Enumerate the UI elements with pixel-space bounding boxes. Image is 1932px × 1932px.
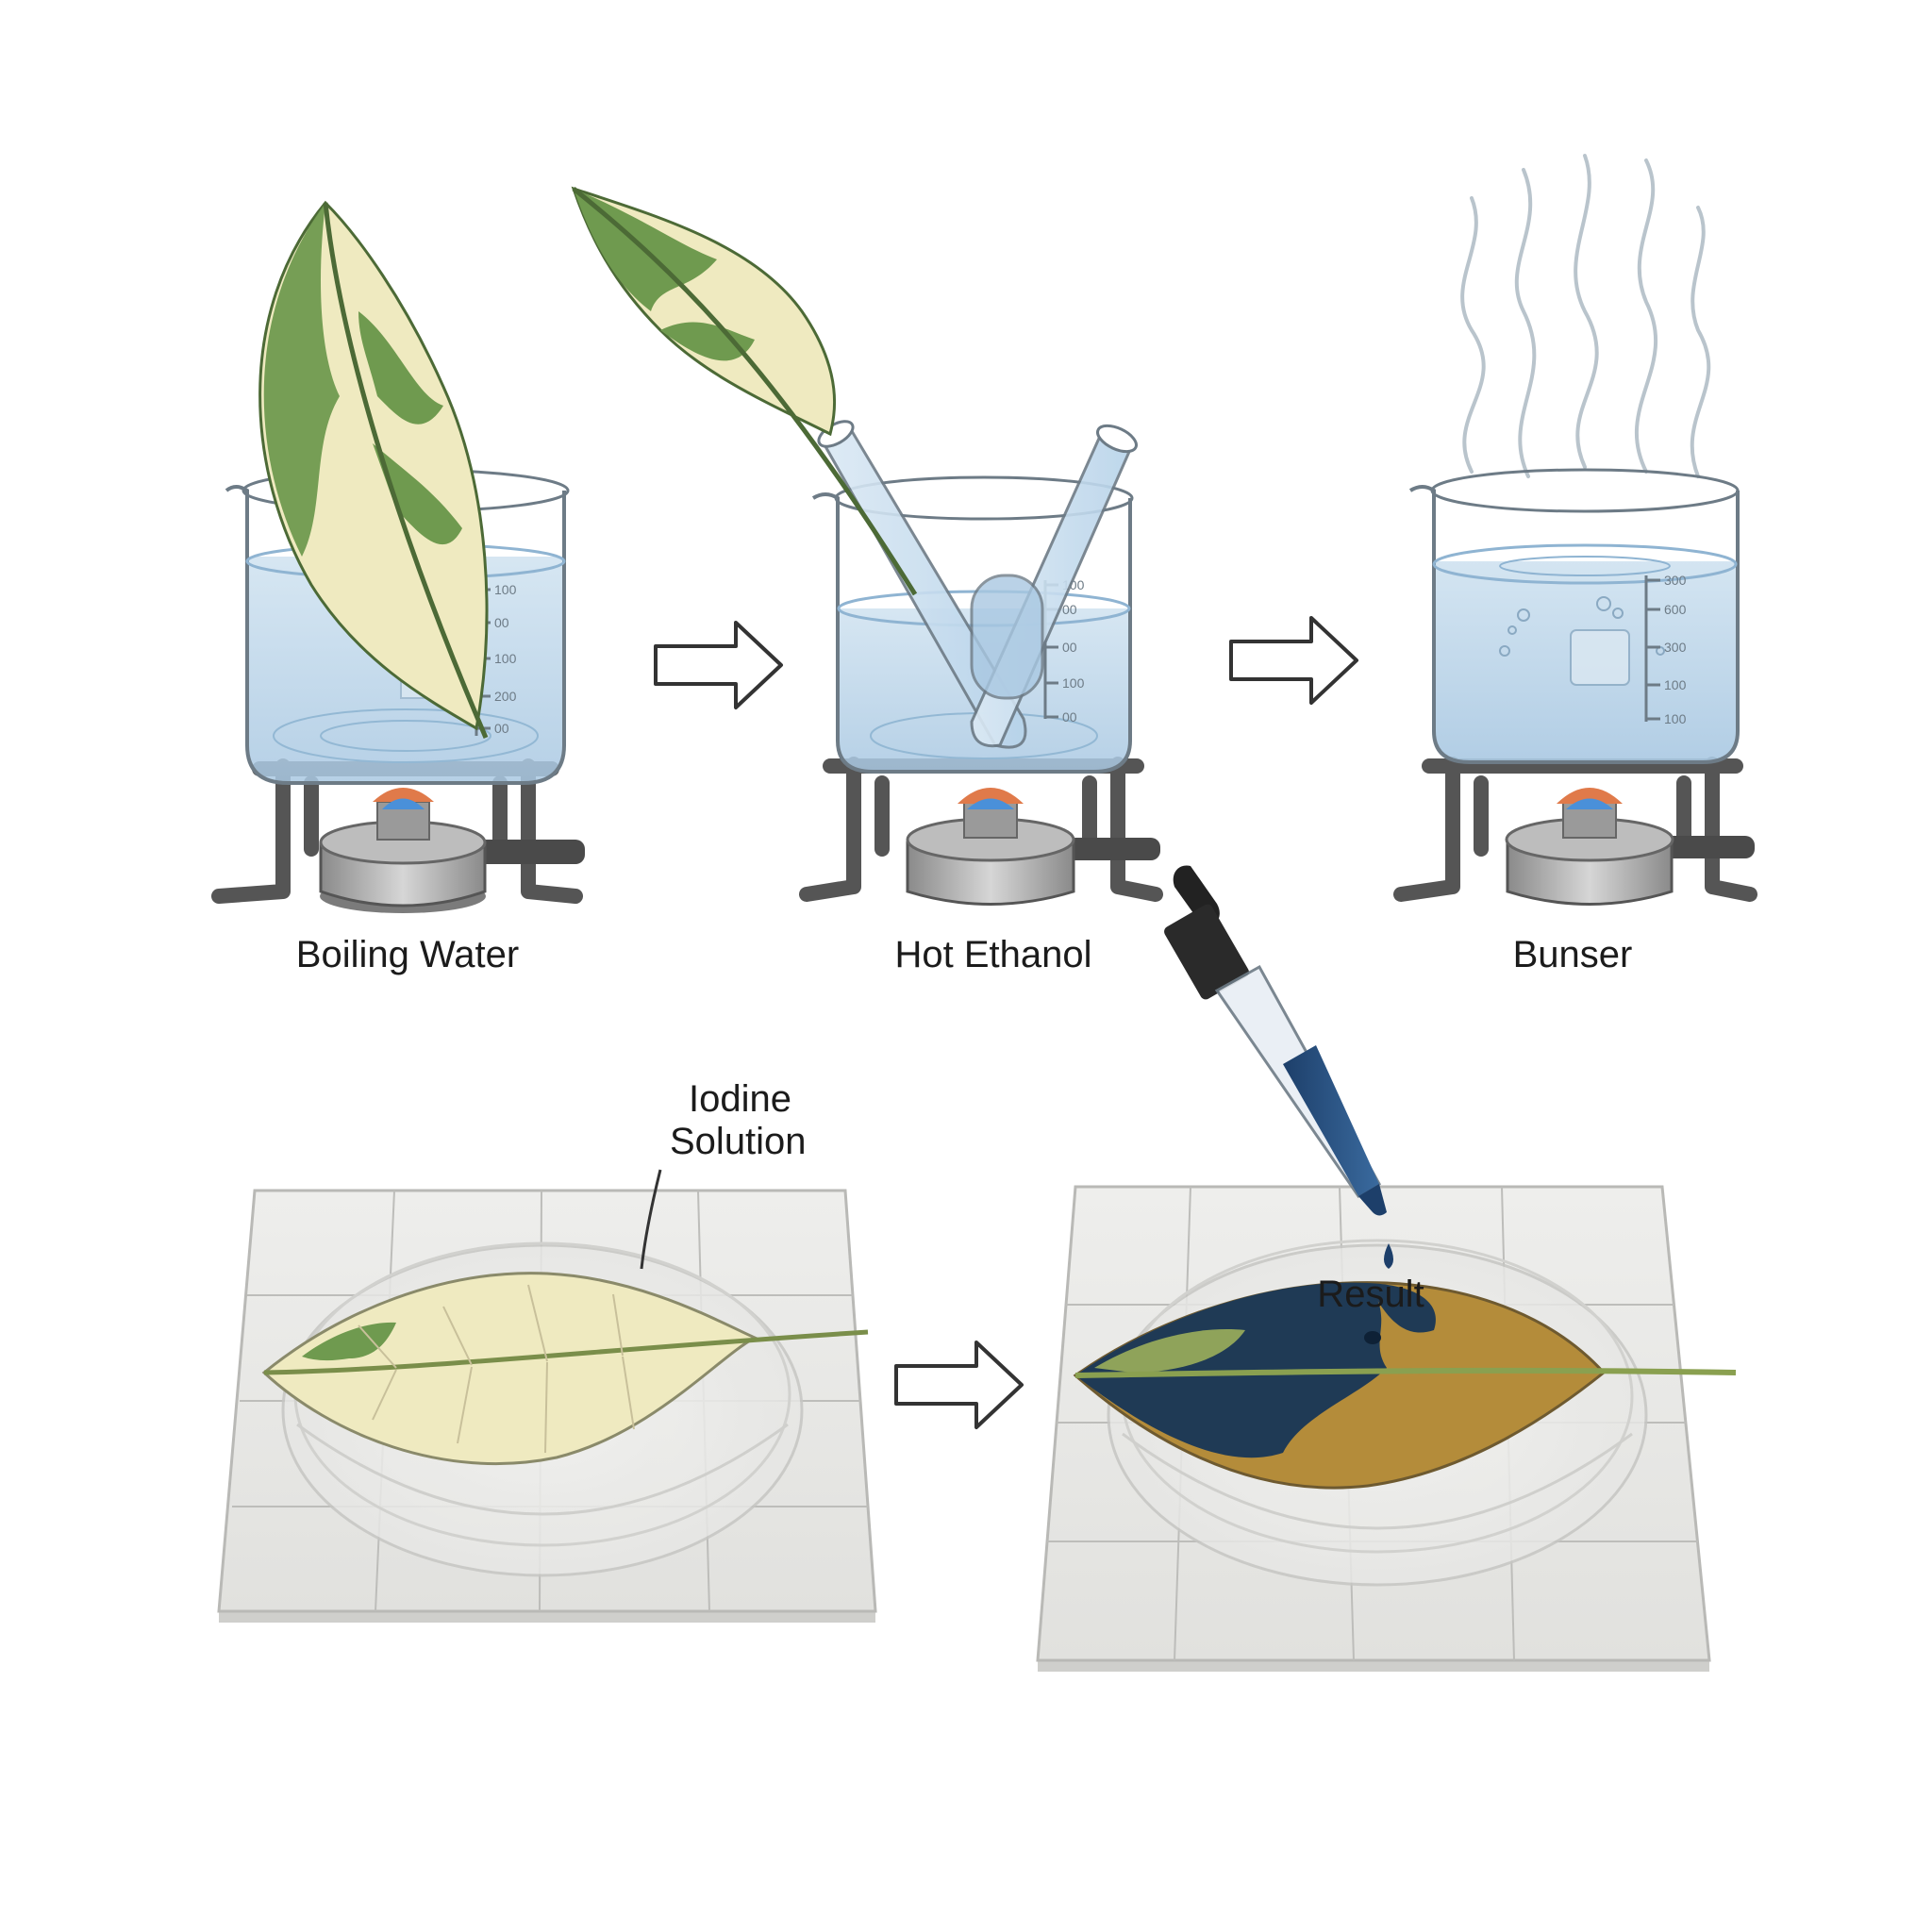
iodine-dropper <box>1164 865 1393 1269</box>
beaker-1-scale-mark: 00 <box>494 615 509 630</box>
flame-1 <box>373 788 434 809</box>
beaker-3-scale-mark: 300 <box>1664 573 1687 588</box>
beaker-1-scale-mark: 100 <box>494 582 517 597</box>
decolourised-leaf <box>261 1272 869 1465</box>
tripod-3 <box>1393 757 1757 902</box>
beaker-3-scale-mark: 600 <box>1664 602 1687 617</box>
label-boiling-water: Boiling Water <box>295 934 520 975</box>
station-hot-ethanol: 100 00 00 100 00 <box>571 186 1163 906</box>
arrow-step-4-to-5 <box>894 1341 1024 1429</box>
station-boiling-water: 100 00 100 200 00 <box>211 200 585 913</box>
label-result: Result <box>1317 1274 1424 1315</box>
bunsen-burner-2 <box>906 788 1160 906</box>
beaker-1-scale-mark: 00 <box>494 721 509 736</box>
label-hot-ethanol: Hot Ethanol <box>894 934 1092 975</box>
steam <box>1460 154 1711 478</box>
iodine-label-pointer <box>640 1169 662 1270</box>
beaker-3-scale <box>1644 575 1660 722</box>
beaker-3-scale-mark: 300 <box>1664 640 1687 655</box>
beaker-2-scale-mark: 00 <box>1062 640 1077 655</box>
iodine-drop <box>1384 1243 1393 1269</box>
bunsen-burner-1 <box>319 788 585 913</box>
beaker-1-scale-mark: 200 <box>494 689 517 704</box>
beaker-1-scale-mark: 100 <box>494 651 517 666</box>
variegated-leaf-1 <box>258 200 489 739</box>
label-iodine-line1: Iodine <box>689 1078 791 1120</box>
label-iodine-solution: Iodine Solution <box>670 1078 807 1163</box>
arrow-step-1-to-2 <box>654 621 783 709</box>
beaker-3-scale-mark: 100 <box>1664 677 1687 692</box>
station-bunsen: 300 600 300 100 100 <box>1393 154 1757 906</box>
variegated-leaf-2 <box>571 186 918 596</box>
stained-result-leaf <box>1073 1281 1737 1490</box>
label-iodine-line2: Solution <box>670 1120 807 1162</box>
bunsen-burner-3 <box>1505 788 1755 906</box>
beaker-2-scale-mark: 00 <box>1062 602 1077 617</box>
flame-2 <box>958 788 1024 809</box>
bubbles <box>1499 596 1665 657</box>
flame-3 <box>1557 788 1623 809</box>
label-bunsen: Bunser <box>1512 934 1633 975</box>
beaker-2-scale-mark: 100 <box>1062 675 1085 691</box>
arrow-step-2-to-3 <box>1229 616 1358 705</box>
beaker-3: 300 600 300 100 100 <box>1408 468 1740 764</box>
test-tubes <box>817 420 1138 749</box>
beaker-3-scale-mark: 100 <box>1664 711 1687 726</box>
beaker-2-scale-mark: 00 <box>1062 709 1077 724</box>
